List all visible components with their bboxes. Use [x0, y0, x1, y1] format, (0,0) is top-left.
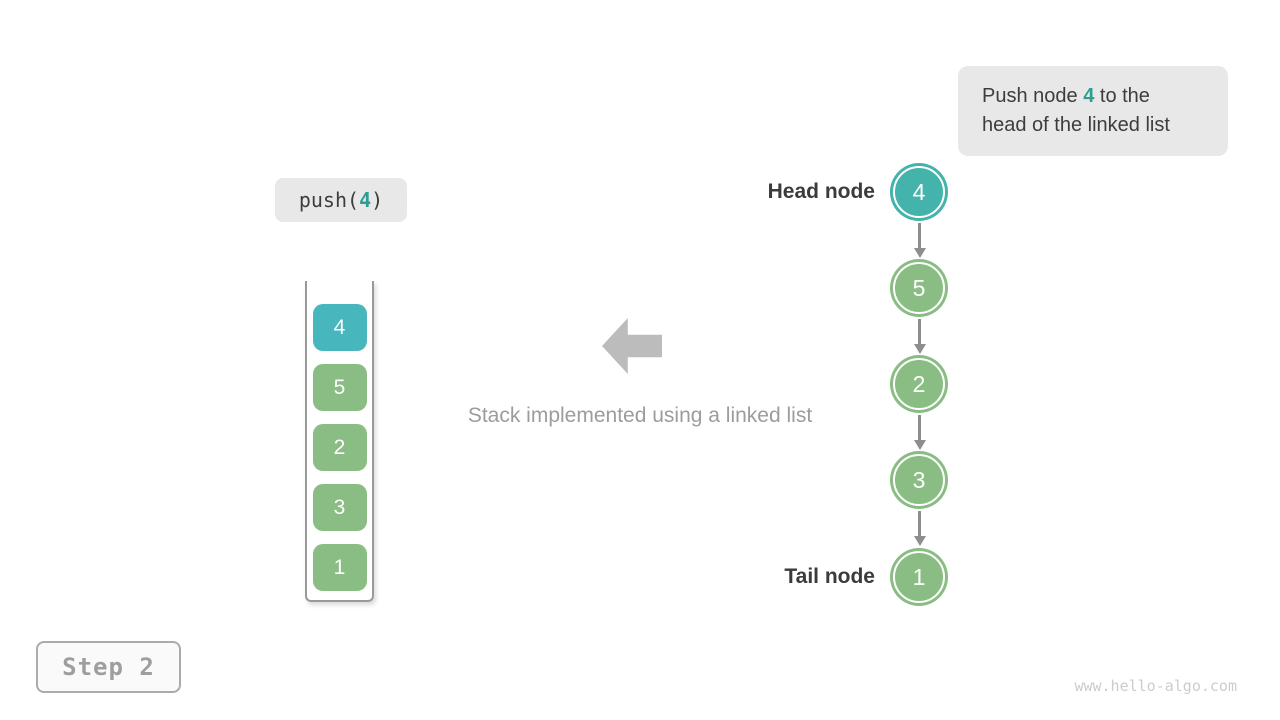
stack-item: 4: [312, 304, 367, 351]
stack-item-value: 3: [333, 495, 346, 519]
note-highlight: 4: [1083, 85, 1095, 107]
stack-item-value: 4: [333, 315, 346, 339]
node-value: 3: [912, 466, 926, 493]
node-value: 2: [912, 370, 926, 397]
note-suffix: to the head of the linked list: [982, 85, 1170, 136]
stack-item-value: 2: [333, 435, 346, 459]
code-prefix: push(: [298, 188, 360, 212]
tail-node-label: Tail node: [784, 565, 875, 588]
arrow-down-connector: [914, 319, 925, 354]
head-node-label: Head node: [767, 180, 875, 203]
code-box: push(4): [275, 178, 407, 222]
caption: Stack implemented using a linked list: [467, 404, 813, 427]
node-value: 4: [912, 178, 926, 205]
arrow-down-connector: [914, 511, 925, 546]
stack-item: 2: [312, 424, 367, 471]
step-label: Step 2: [62, 653, 155, 681]
linked-list-node: 5: [890, 259, 948, 317]
stack-container: 4 5 2 3 1: [305, 281, 374, 602]
linked-list-node: 3: [890, 451, 948, 509]
stack-item: 1: [312, 544, 367, 591]
stack-item-value: 5: [333, 375, 346, 399]
node-value: 1: [912, 563, 926, 590]
arrow-left-icon: [602, 318, 662, 374]
arrow-down-connector: [914, 223, 925, 258]
stack-item: 5: [312, 364, 367, 411]
watermark: www.hello-algo.com: [1074, 677, 1237, 695]
code-suffix: ): [371, 188, 384, 212]
note-box: Push node 4 to the head of the linked li…: [958, 66, 1228, 156]
stack-item: 3: [312, 484, 367, 531]
note-prefix: Push node: [982, 85, 1084, 107]
arrow-down-connector: [914, 415, 925, 450]
linked-list-node: 2: [890, 355, 948, 413]
linked-list-node: 4: [890, 163, 948, 221]
node-value: 5: [912, 274, 926, 301]
code-highlight: 4: [359, 188, 372, 212]
linked-list-node: 1: [890, 548, 948, 606]
stack-item-value: 1: [333, 555, 346, 579]
step-badge: Step 2: [36, 641, 181, 693]
